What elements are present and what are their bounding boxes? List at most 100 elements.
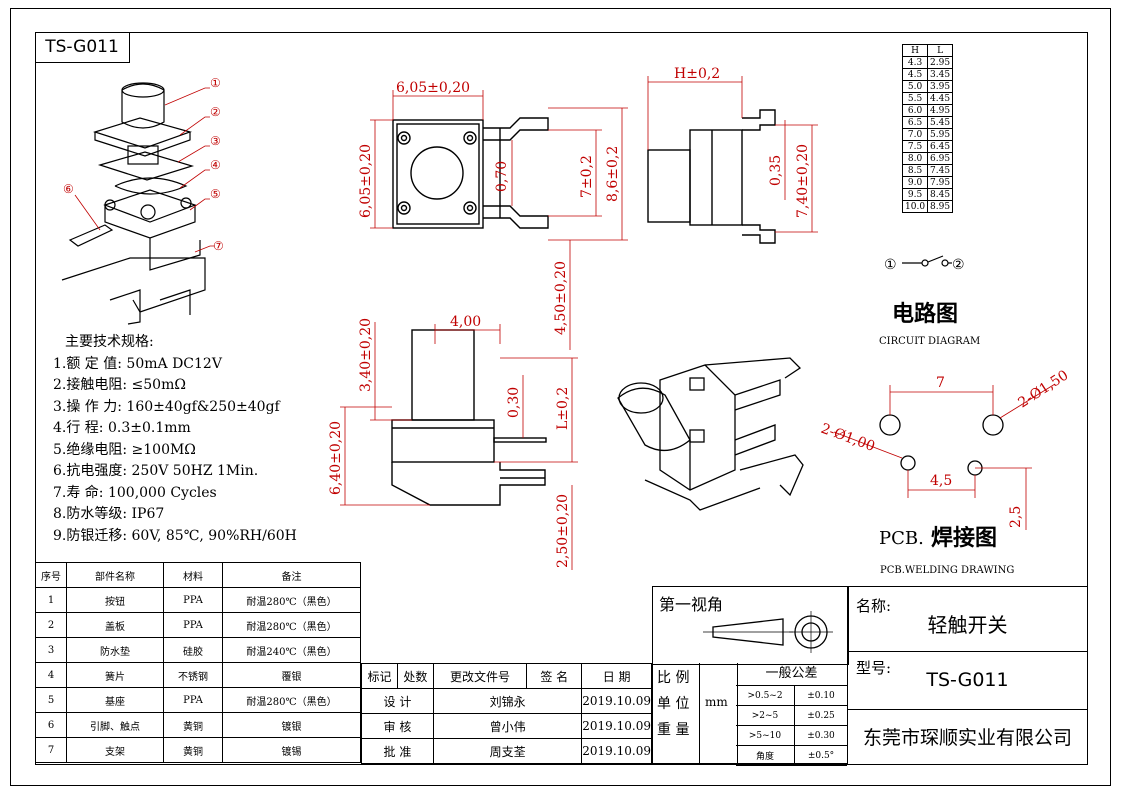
- parts-header-no: 序号: [35, 562, 67, 588]
- parts-cell-material: PPA: [163, 687, 223, 713]
- parts-cell-name: 支架: [66, 737, 164, 763]
- side-view-dim-text: H±0,2 0,35 7,40±0,20: [674, 66, 811, 218]
- parts-cell-no: 2: [35, 612, 67, 638]
- name-label: 名称:: [856, 597, 892, 615]
- parts-cell-name: 基座: [66, 687, 164, 713]
- dim-250: 2,50±0,20: [555, 494, 571, 568]
- model-label: 型号:: [856, 659, 892, 677]
- hl-cell-h: 7.0: [901, 128, 929, 141]
- dim-width: 6,05±0,20: [396, 80, 470, 96]
- dim-height: 6,05±0,20: [358, 144, 374, 218]
- pcb-dim-45: 4,5: [930, 473, 952, 489]
- circuit-symbol: [902, 255, 952, 267]
- scale-divider: [699, 663, 700, 763]
- pcb-dim-text: 7 2-Ø1,50 2-Ø1,00 4,5 2,5: [819, 367, 1072, 528]
- hl-cell-h: 6.0: [901, 104, 929, 117]
- title-divider-2: [848, 709, 1087, 710]
- company-name: 东莞市琛顺实业有限公司: [862, 727, 1072, 749]
- parts-cell-note: 耐温240℃（黑色）: [222, 637, 361, 663]
- rev-cell-date: 2019.10.09: [581, 713, 652, 739]
- spec-item: 5.绝缘电阻: ≥100MΩ: [53, 441, 196, 458]
- parts-cell-material: 不锈钢: [163, 662, 223, 688]
- first-angle-symbol-icon: [703, 611, 833, 653]
- front-view-dim-text: 4,00 3,40±0,20 0,30 L±0,2 6,40±0,20 2,50…: [328, 314, 571, 568]
- dim-740: 7,40±0,20: [795, 144, 811, 218]
- projection-label: 第一视角: [659, 595, 724, 614]
- parts-cell-material: PPA: [163, 587, 223, 613]
- hl-header-l: L: [927, 44, 954, 57]
- tolerance-value: ±0.25: [794, 705, 847, 726]
- hl-cell-h: 5.5: [901, 92, 929, 105]
- rev-cell-date: 2019.10.09: [581, 738, 652, 764]
- spec-item: 4.行 程: 0.3±0.1mm: [53, 420, 191, 436]
- rev-cell-role: 审 核: [361, 713, 434, 739]
- hl-cell-l: 7.95: [927, 176, 954, 189]
- callout-labels: ① ② ③ ④ ⑤ ⑥ ⑦: [63, 76, 224, 253]
- tolerance-row: >2~5±0.25: [736, 705, 847, 726]
- hl-cell-l: 3.95: [927, 80, 954, 93]
- callout-5: ⑤: [210, 187, 221, 201]
- rev-header-count: 处数: [396, 663, 434, 689]
- rev-header-sign: 签 名: [526, 663, 583, 689]
- parts-cell-name: 防水垫: [66, 637, 164, 663]
- specs-heading: 主要技术规格:: [65, 334, 154, 350]
- hl-cell-h: 8.5: [901, 164, 929, 177]
- parts-cell-name: 按钮: [66, 587, 164, 613]
- dim-l: L±0,2: [555, 387, 571, 430]
- hl-cell-l: 5.45: [927, 116, 954, 129]
- side-view: [647, 109, 776, 244]
- parts-cell-material: 黄铜: [163, 712, 223, 738]
- hl-cell-l: 8.45: [927, 188, 954, 201]
- hl-cell-h: 4.3: [901, 56, 929, 69]
- tolerance-row: >5~10±0.30: [736, 725, 847, 746]
- tolerance-row: >0.5~2±0.10: [736, 685, 847, 706]
- hl-cell-l: 2.95: [927, 56, 954, 69]
- tolerance-value: ±0.30: [794, 725, 847, 746]
- pcb-dim-150: 2-Ø1,50: [1015, 367, 1071, 411]
- tolerance-value: ±0.5°: [794, 745, 847, 766]
- scale-ratio-label: 比 例: [657, 670, 690, 686]
- tolerance-title: 一般公差: [736, 663, 847, 686]
- parts-cell-name: 簧片: [66, 662, 164, 688]
- hl-cell-h: 9.0: [901, 176, 929, 189]
- hl-cell-l: 5.95: [927, 128, 954, 141]
- scale-box: 比 例 单 位 mm 重 量: [652, 663, 738, 764]
- scale-unit-label: 单 位: [657, 696, 690, 712]
- callout-7: ⑦: [213, 239, 224, 253]
- parts-cell-note: 耐温280℃（黑色）: [222, 612, 361, 638]
- projection-box: 第一视角: [652, 586, 849, 665]
- spec-item: 8.防水等级: IP67: [53, 506, 165, 522]
- pcb-title-prefix: PCB.: [879, 528, 924, 549]
- tolerance-range: 角度: [736, 745, 795, 766]
- parts-cell-no: 4: [35, 662, 67, 688]
- top-view: [392, 117, 549, 229]
- hl-cell-l: 3.45: [927, 68, 954, 81]
- outer-border: [10, 8, 1111, 786]
- hl-cell-h: 6.5: [901, 116, 929, 129]
- product-name: 轻触开关: [927, 613, 1008, 637]
- scale-unit: mm: [705, 695, 728, 709]
- callout-6: ⑥: [63, 182, 74, 196]
- spec-item: 9.防银迁移: 60V, 85℃, 90%RH/60H: [53, 527, 297, 544]
- spec-item: 6.抗电强度: 250V 50HZ 1Min.: [53, 463, 259, 479]
- pcb-dim-100: 2-Ø1,00: [819, 421, 877, 455]
- hl-cell-l: 7.45: [927, 164, 954, 177]
- parts-cell-material: PPA: [163, 612, 223, 638]
- circuit-right-node: ②: [952, 257, 965, 273]
- circuit-subtitle: CIRCUIT DIAGRAM: [879, 336, 980, 347]
- rev-cell-person: 刘锦永: [432, 688, 583, 714]
- dim-640: 6,40±0,20: [328, 421, 344, 495]
- hl-cell-l: 4.95: [927, 104, 954, 117]
- spec-item: 3.操 作 力: 160±40gf&250±40gf: [53, 398, 280, 415]
